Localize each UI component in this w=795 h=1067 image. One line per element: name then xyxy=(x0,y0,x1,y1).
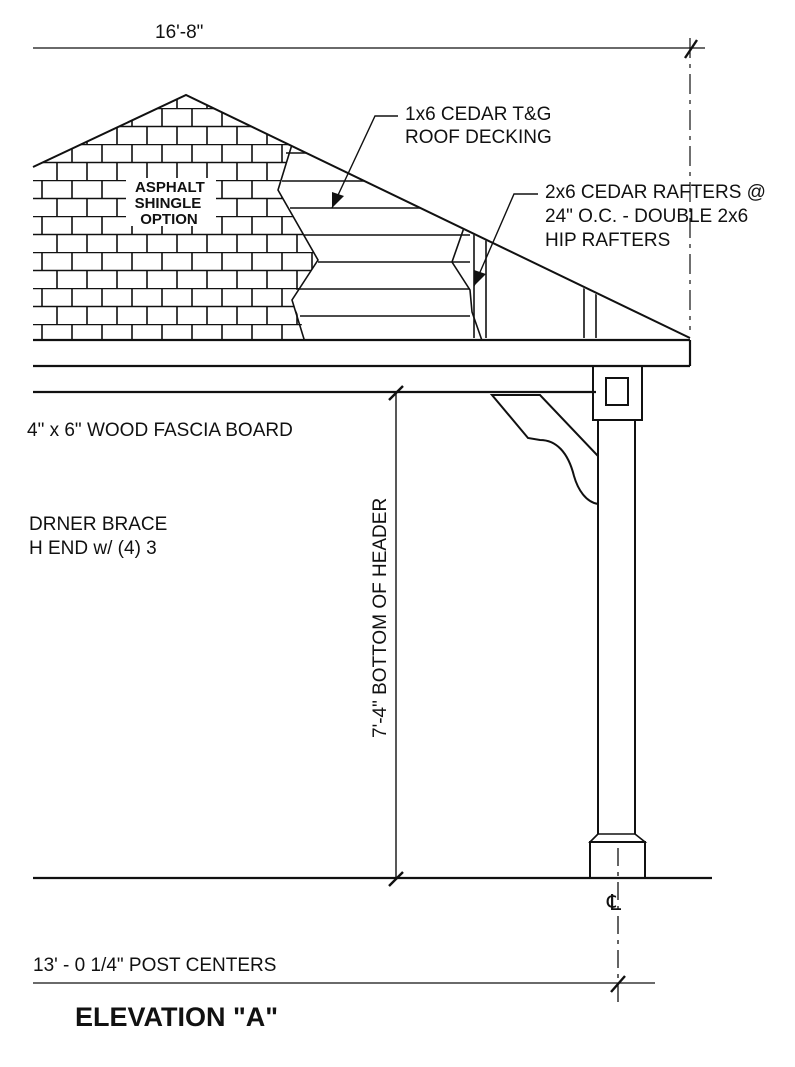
roof-decking-callout: 1x6 CEDAR T&G ROOF DECKING xyxy=(331,104,557,209)
fascia-label: 4" x 6" WOOD FASCIA BOARD xyxy=(27,420,293,441)
post-cap xyxy=(592,365,643,421)
rafters-callout: 2x6 CEDAR RAFTERS @ 24" O.C. - DOUBLE 2x… xyxy=(473,182,771,287)
post xyxy=(588,365,648,879)
shingle-label: ASPHALT SHINGLE OPTION xyxy=(135,179,209,228)
drawing-title: ELEVATION "A" xyxy=(75,1002,278,1032)
centerline-symbol: ℄ xyxy=(606,890,622,915)
post-centerline: ℄ 13' - 0 1/4" POST CENTERS xyxy=(33,848,655,1006)
rafters-label: 2x6 CEDAR RAFTERS @ 24" O.C. - DOUBLE 2x… xyxy=(545,182,771,251)
overall-dimension-tick xyxy=(684,39,698,59)
roof-decking xyxy=(282,152,470,317)
post-centers-label: 13' - 0 1/4" POST CENTERS xyxy=(33,955,276,976)
header-height-dimension: 7'-4" BOTTOM OF HEADER xyxy=(370,385,404,887)
post-base-trim xyxy=(588,833,648,843)
header-height-label: 7'-4" BOTTOM OF HEADER xyxy=(370,498,391,738)
fascia xyxy=(33,338,692,394)
post-cap-detail xyxy=(605,377,629,406)
break-line-right xyxy=(451,221,487,340)
roof: ASPHALT SHINGLE OPTION xyxy=(32,93,691,340)
overall-dimension-label: 16'-8" xyxy=(155,22,203,43)
corner-brace-label: DRNER BRACE H END w/ (4) 3 xyxy=(29,514,173,559)
break-line-left xyxy=(277,137,319,340)
shingle-label-backdrop xyxy=(126,178,216,226)
overall-dimension: 16'-8" xyxy=(33,22,705,330)
corner-brace xyxy=(489,394,599,506)
roof-outline xyxy=(32,93,691,339)
roof-decking-label: 1x6 CEDAR T&G ROOF DECKING xyxy=(405,104,557,148)
